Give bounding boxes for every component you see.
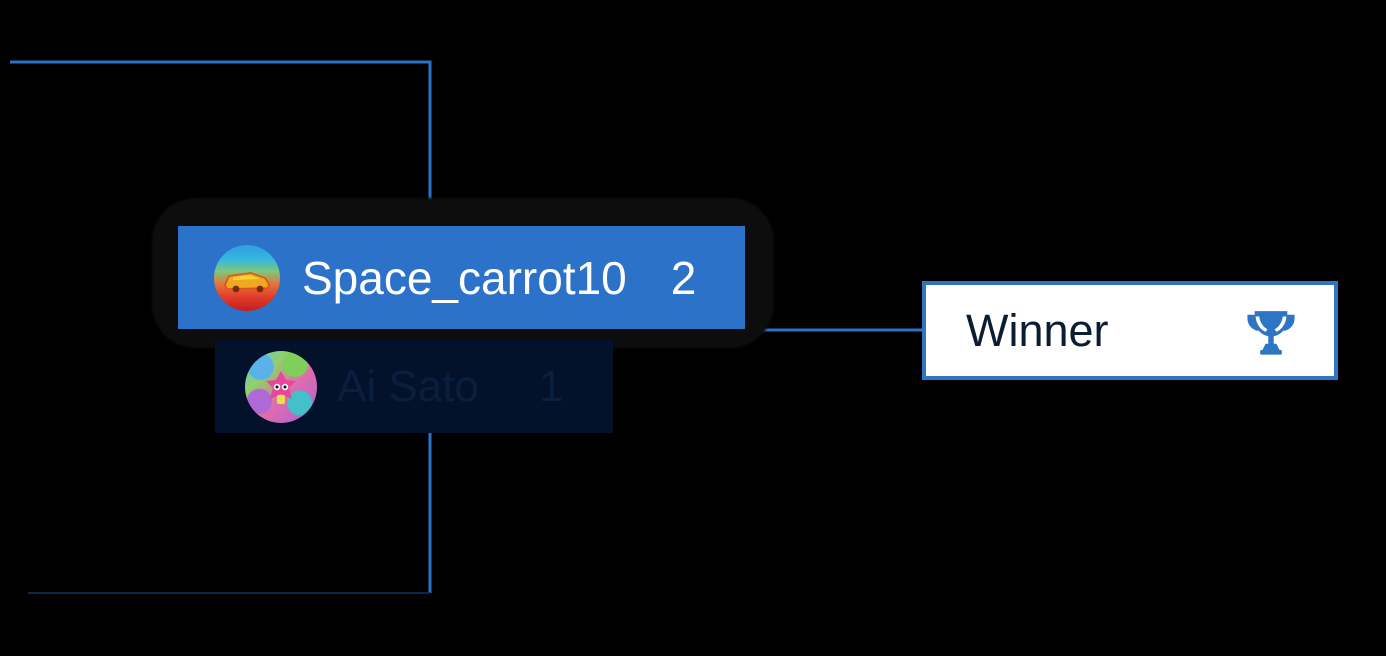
winner-callout-box: Winner [922, 281, 1338, 380]
car-avatar-icon [214, 244, 280, 311]
leaderboard-row-name: Ai Sato [337, 361, 479, 411]
winner-callout-label: Winner [966, 304, 1109, 356]
leaderboard-row-name: Space_carrot10 [302, 251, 627, 304]
leaderboard-row-score: 2 [670, 251, 697, 304]
leaderboard-row-score: 1 [538, 361, 564, 411]
puzzle-character-avatar-icon [245, 350, 317, 423]
trophy-icon [1247, 310, 1295, 355]
leaderboard-row-second[interactable]: Ai Sato 1 [215, 340, 613, 433]
leaderboard-row-winner[interactable]: Space_carrot10 2 [178, 226, 745, 329]
